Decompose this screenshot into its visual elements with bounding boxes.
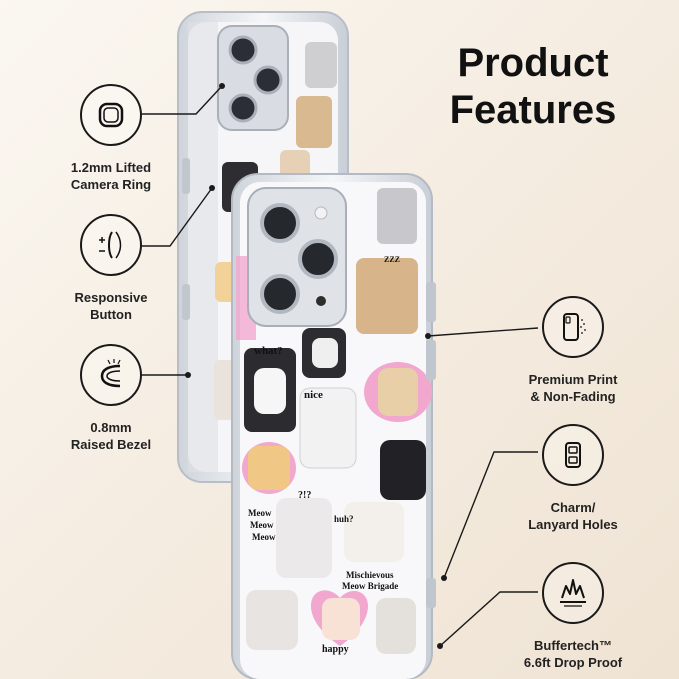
sticker-mischievous-2: Meow Brigade — [342, 581, 398, 591]
sticker-huh: huh? — [334, 514, 354, 524]
sticker-meow-2: Meow — [250, 520, 274, 530]
sticker-meow-1: Meow — [248, 508, 272, 518]
feature-responsive-button: Responsive Button — [26, 214, 196, 324]
sticker-happy: happy — [322, 644, 349, 655]
product-features-title: Product Features — [449, 41, 617, 133]
phone-print-icon — [563, 313, 586, 341]
button-press-icon — [99, 231, 122, 259]
sticker-nice: nice — [304, 389, 323, 401]
sticker-meow-3: Meow — [252, 532, 276, 542]
front-phone-case — [231, 173, 436, 679]
sticker-zzz: ZZZ — [384, 255, 400, 264]
sticker-mischievous-1: Mischievous — [346, 570, 394, 580]
lanyard-holes-icon — [565, 442, 581, 468]
sticker-question: ?!? — [298, 490, 311, 501]
feature-drop-proof: Buffertech™ 6.6ft Drop Proof — [488, 562, 658, 672]
feature-premium-print: Premium Print & Non-Fading — [488, 296, 658, 406]
raised-bezel-icon — [100, 359, 121, 388]
feature-raised-bezel: 0.8mm Raised Bezel — [26, 344, 196, 454]
drop-impact-icon — [560, 579, 586, 607]
feature-lanyard-holes: Charm/ Lanyard Holes — [488, 424, 658, 534]
camera-ring-icon — [98, 102, 124, 128]
feature-camera-ring: 1.2mm Lifted Camera Ring — [26, 84, 196, 194]
sticker-what: what? — [254, 345, 283, 357]
